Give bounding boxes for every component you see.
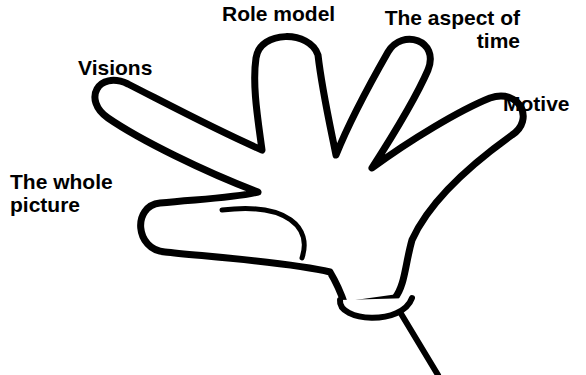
finger-label: Role model	[222, 2, 335, 25]
finger-label: Motive	[503, 92, 570, 115]
finger-label: The aspect of time	[368, 6, 520, 52]
finger-label: Visions	[78, 56, 152, 79]
hand-cuff	[340, 298, 412, 318]
hand-stick	[400, 312, 438, 375]
hand-outline	[95, 37, 523, 305]
thumb-crease	[222, 209, 304, 258]
finger-label: The whole picture	[10, 170, 150, 216]
